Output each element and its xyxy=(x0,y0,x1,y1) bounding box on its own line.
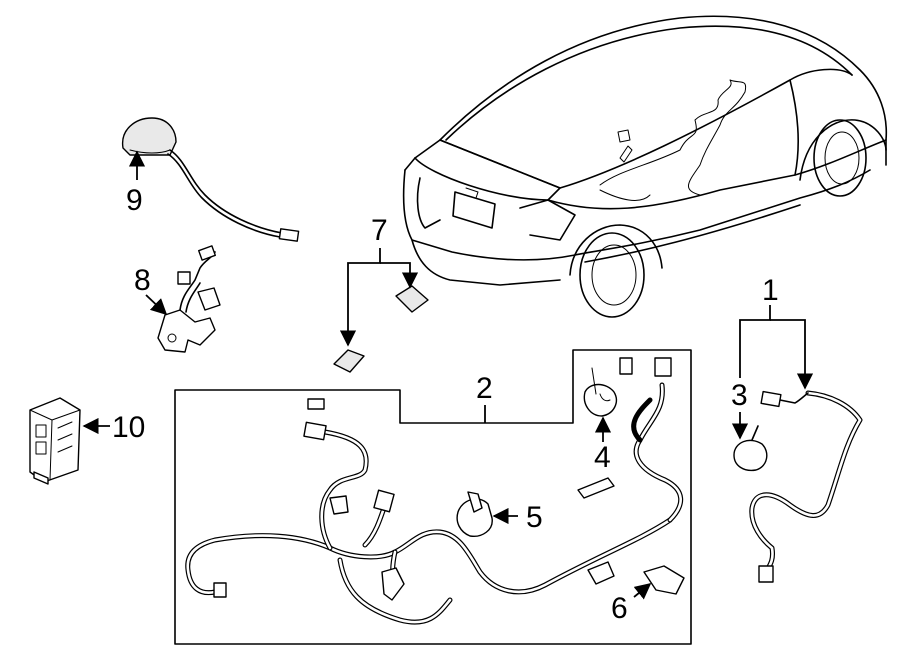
callout-10: 10 xyxy=(112,411,145,444)
grommet-part-5 xyxy=(456,491,493,537)
callout-6: 6 xyxy=(611,592,628,625)
callout-9: 9 xyxy=(126,184,143,217)
harness-group-frame xyxy=(174,349,692,645)
leader-1a xyxy=(739,305,771,378)
wire-harness-part-2 xyxy=(185,357,685,625)
callout-5: 5 xyxy=(526,501,543,534)
control-module-part-10 xyxy=(29,397,81,485)
harness-part-1 xyxy=(749,390,863,583)
leader-7a xyxy=(339,248,381,347)
callout-3: 3 xyxy=(731,379,748,412)
grommet-part-3 xyxy=(733,425,768,472)
callout-2: 2 xyxy=(476,372,493,405)
bracket-part-8 xyxy=(157,245,221,353)
antenna-part-9 xyxy=(121,117,300,242)
pad-part-7 xyxy=(333,285,429,373)
leader-6 xyxy=(633,582,652,600)
callout-1: 1 xyxy=(762,274,779,307)
clip-part-4 xyxy=(583,367,618,417)
leader-1b xyxy=(770,319,814,390)
car-illustration xyxy=(402,15,888,318)
leader-8 xyxy=(145,294,168,316)
callout-4: 4 xyxy=(594,441,611,474)
callout-7: 7 xyxy=(371,214,388,247)
leader-7b xyxy=(380,262,419,289)
callout-8: 8 xyxy=(134,264,151,297)
